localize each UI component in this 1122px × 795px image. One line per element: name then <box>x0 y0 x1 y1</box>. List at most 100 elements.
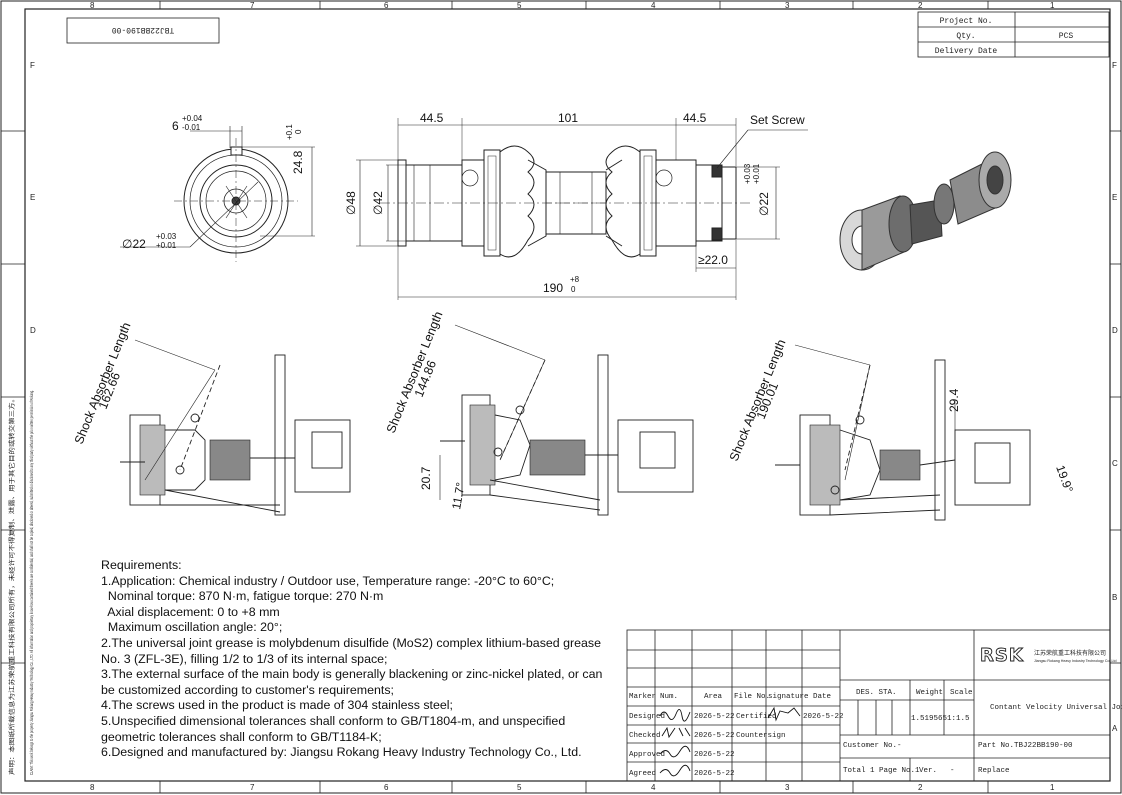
col-top-6: 6 <box>384 1 389 10</box>
col-top-5: 5 <box>517 1 522 10</box>
requirement-line: 2.The universal joint grease is molybden… <box>101 635 601 650</box>
tb-date-5: 2026-5-22 <box>803 713 844 721</box>
signature-approved <box>659 745 691 758</box>
requirement-line: Axial displacement: 0 to +8 mm <box>101 604 280 619</box>
requirement-line: Nominal torque: 870 N·m, fatigue torque:… <box>101 589 384 604</box>
tb-area: Area <box>704 693 723 701</box>
tb-checked: Checked <box>629 732 661 740</box>
dim-6-tol-up: +0.04 <box>182 114 203 123</box>
requirement-line: 1.Application: Chemical industry / Outdo… <box>101 573 555 588</box>
col-top-8: 8 <box>90 1 95 10</box>
dim-6: 6 <box>172 119 179 133</box>
tb-customer-no: Customer No.- <box>843 742 902 750</box>
company-logo: RSK <box>980 645 1024 666</box>
tb-weight-label: Weight <box>916 689 943 697</box>
shock-view-3 <box>775 344 1031 521</box>
qty-value: PCS <box>1059 32 1074 41</box>
shock-view-2 <box>439 324 694 516</box>
dim-42: ∅42 <box>371 191 385 215</box>
requirement-line: geometric tolerances shall conform to GB… <box>101 729 382 744</box>
tb-certified: Certified <box>736 713 777 721</box>
requirement-line: Maximum oscillation angle: 20°; <box>101 620 283 635</box>
claim-cn: 声明：本图纸所载信息为江苏荣航重工科技有限公司所有，未经许可不得复制、泄露、用于… <box>8 395 16 775</box>
row-left-D: D <box>30 326 36 335</box>
shock-label-3: Shock Absorber Length <box>727 337 789 463</box>
dim-24-8-tol-up: +0.1 <box>285 124 294 140</box>
requirement-line: 3.The external surface of the main body … <box>101 667 603 682</box>
delivery-date-label: Delivery Date <box>935 47 998 56</box>
requirements-title: Requirements: <box>101 558 182 572</box>
row-left-C: C <box>1112 459 1118 468</box>
requirement-line: 6.Designed and manufactured by: Jiangsu … <box>101 745 582 760</box>
grid-labels: 8 7 6 5 4 3 2 1 8 7 6 5 4 3 2 1 F E D C … <box>30 1 1118 792</box>
company-name-cn: 江苏荣航重工科技有限公司 <box>1034 649 1106 657</box>
dim-190-tol-up: +8 <box>570 275 580 284</box>
dim-101: 101 <box>558 111 578 125</box>
col-bot-6: 6 <box>384 783 389 792</box>
iso-view <box>839 151 1012 271</box>
row-right-B: B <box>1112 593 1117 602</box>
signature-checked <box>661 726 691 739</box>
col-bot-5: 5 <box>517 783 522 792</box>
tb-approved: Approved <box>629 751 665 759</box>
tb-total-page: Total 1 Page No.1 <box>843 767 920 775</box>
col-bot-3: 3 <box>785 783 790 792</box>
tb-date-head: Date <box>813 693 831 701</box>
row-right-E: E <box>1112 193 1117 202</box>
col-top-7: 7 <box>250 1 255 10</box>
tb-marker: Marker <box>629 693 656 701</box>
col-bot-8: 8 <box>90 783 95 792</box>
qty-label: Qty. <box>956 32 975 41</box>
col-top-3: 3 <box>785 1 790 10</box>
tb-ver-label: Ver. <box>919 767 937 775</box>
col-bot-2: 2 <box>918 783 923 792</box>
signature-designed <box>659 709 691 722</box>
requirement-line: be customized according to customer's re… <box>101 682 394 697</box>
dim-22-right-tol-up: +0.03 <box>743 163 752 184</box>
dim-22-left-tol-dn: +0.01 <box>156 241 177 250</box>
row-right-D: D <box>1112 326 1118 335</box>
col-bot-4: 4 <box>651 783 656 792</box>
tb-replace: Replace <box>978 767 1010 775</box>
dim-22-left-tol-up: +0.03 <box>156 232 177 241</box>
tb-file-no: File No. <box>734 693 770 701</box>
dim-190: 190 <box>543 281 563 295</box>
end-view <box>120 126 315 262</box>
drawing-number-box <box>66 17 220 44</box>
tb-signature: signature <box>768 693 809 701</box>
dim-190-tol-dn: 0 <box>571 285 576 294</box>
dim-22-right-tol-dn: +0.01 <box>752 163 761 184</box>
col-bot-1: 1 <box>1050 783 1055 792</box>
col-bot-7: 7 <box>250 783 255 792</box>
info-table <box>917 11 1110 58</box>
dim-11-7: 11.7° <box>449 481 468 510</box>
tb-designed: Designed <box>629 713 665 721</box>
dim-20-7: 20.7 <box>419 466 433 490</box>
tb-date-2: 2026-5-22 <box>694 732 735 740</box>
dim-ge22: ≥22.0 <box>698 253 728 267</box>
tb-agreed: Agreed <box>629 770 656 778</box>
shock-label-2: Shock Absorber Length <box>384 309 446 435</box>
claim-en-1: CLAIM: This work belongs to the property… <box>29 390 34 775</box>
requirement-line: 4.The screws used in the product is made… <box>101 698 453 713</box>
row-left-F: F <box>30 61 35 70</box>
dim-29-4: 29.4 <box>947 388 961 412</box>
tb-num: Num. <box>660 693 678 701</box>
tb-des-sta: DES. STA. <box>856 689 897 697</box>
requirements-block: Requirements: 1.Application: Chemical in… <box>101 558 603 761</box>
dim-44-5-left: 44.5 <box>420 111 444 125</box>
tb-weight-value: 1.519565 <box>911 715 948 723</box>
shock-label-1: Shock Absorber Length <box>72 320 134 446</box>
dim-22-left: ∅22 <box>122 237 146 251</box>
drawing-number-mirror: TBJ22BB190-00 <box>112 25 175 34</box>
dim-24-8: 24.8 <box>291 150 305 174</box>
dim-48: ∅48 <box>344 191 358 215</box>
tb-scale-label: Scale <box>950 689 973 697</box>
requirement-line: 5.Unspecified dimensional tolerances sha… <box>101 713 566 728</box>
row-left-E: E <box>30 193 35 202</box>
row-right-F: F <box>1112 61 1117 70</box>
tb-part-no: Part No.TBJ22BB190-00 <box>978 742 1073 750</box>
tb-date-1: 2026-5-22 <box>694 713 735 721</box>
